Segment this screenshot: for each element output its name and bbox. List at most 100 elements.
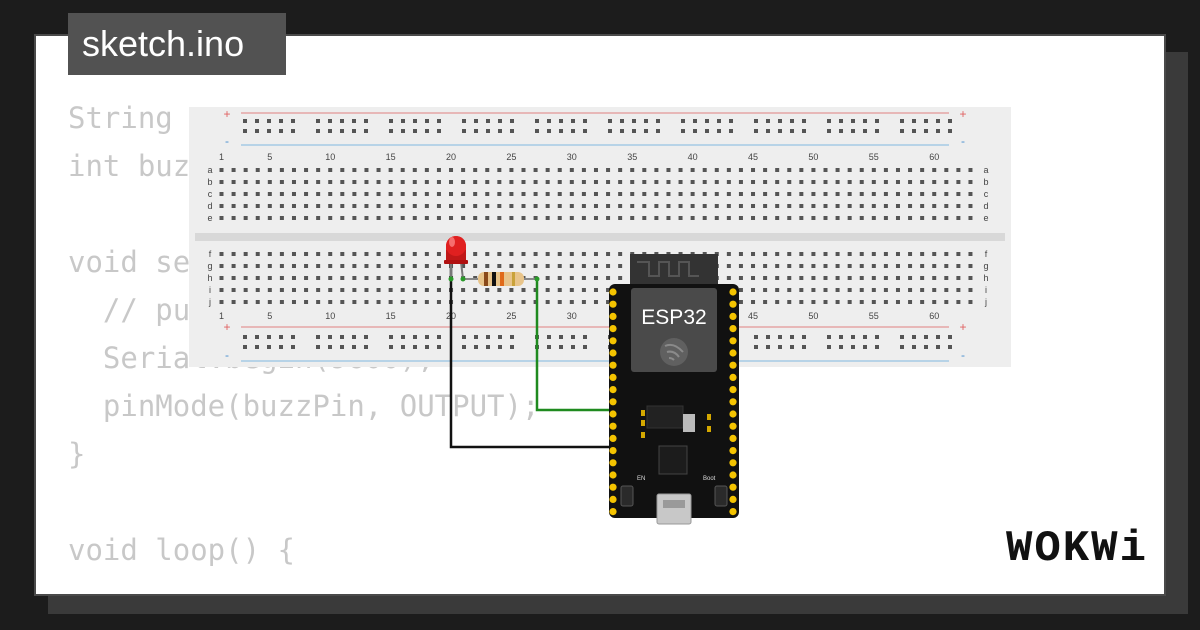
breadboard-hole[interactable] (328, 288, 333, 292)
breadboard-hole[interactable] (436, 216, 441, 220)
breadboard-hole[interactable] (267, 288, 272, 292)
breadboard-hole[interactable] (630, 180, 635, 184)
breadboard-hole[interactable] (875, 129, 879, 133)
breadboard-hole[interactable] (352, 168, 357, 172)
breadboard-hole[interactable] (291, 119, 295, 123)
breadboard-hole[interactable] (654, 168, 659, 172)
breadboard-hole[interactable] (304, 192, 309, 196)
breadboard-hole[interactable] (364, 264, 369, 268)
breadboard-hole[interactable] (875, 119, 879, 123)
breadboard-hole[interactable] (412, 288, 417, 292)
breadboard-hole[interactable] (581, 168, 586, 172)
breadboard-hole[interactable] (751, 204, 756, 208)
breadboard-hole[interactable] (908, 264, 913, 268)
breadboard-hole[interactable] (859, 300, 864, 304)
breadboard-hole[interactable] (823, 192, 828, 196)
breadboard-hole[interactable] (571, 119, 575, 123)
breadboard-hole[interactable] (702, 204, 707, 208)
breadboard-hole[interactable] (778, 335, 782, 339)
breadboard-hole[interactable] (364, 335, 368, 339)
breadboard-hole[interactable] (900, 119, 904, 123)
breadboard-hole[interactable] (521, 168, 526, 172)
breadboard-hole[interactable] (316, 192, 321, 196)
breadboard-hole[interactable] (944, 168, 949, 172)
breadboard-hole[interactable] (630, 168, 635, 172)
breadboard-hole[interactable] (436, 252, 441, 256)
breadboard-hole[interactable] (681, 119, 685, 123)
breadboard-hole[interactable] (714, 216, 719, 220)
breadboard-hole[interactable] (835, 288, 840, 292)
breadboard-hole[interactable] (799, 168, 804, 172)
breadboard-hole[interactable] (291, 264, 296, 268)
breadboard-hole[interactable] (425, 345, 429, 349)
breadboard-hole[interactable] (775, 300, 780, 304)
breadboard-hole[interactable] (557, 216, 562, 220)
breadboard-hole[interactable] (799, 204, 804, 208)
breadboard-hole[interactable] (618, 192, 623, 196)
breadboard-hole[interactable] (267, 264, 272, 268)
breadboard-hole[interactable] (485, 252, 490, 256)
breadboard-hole[interactable] (436, 300, 441, 304)
breadboard-hole[interactable] (608, 129, 612, 133)
esp32-pin[interactable] (729, 508, 737, 516)
breadboard-hole[interactable] (340, 216, 345, 220)
breadboard-hole[interactable] (811, 300, 816, 304)
breadboard-hole[interactable] (462, 129, 466, 133)
breadboard-hole[interactable] (581, 180, 586, 184)
breadboard-hole[interactable] (835, 264, 840, 268)
breadboard-hole[interactable] (847, 276, 852, 280)
breadboard-hole[interactable] (799, 180, 804, 184)
breadboard-hole[interactable] (702, 180, 707, 184)
breadboard-hole[interactable] (559, 335, 563, 339)
breadboard-hole[interactable] (545, 276, 550, 280)
breadboard-hole[interactable] (932, 288, 937, 292)
breadboard-hole[interactable] (751, 300, 756, 304)
breadboard-hole[interactable] (340, 300, 345, 304)
breadboard-hole[interactable] (449, 216, 454, 220)
breadboard-hole[interactable] (219, 264, 224, 268)
breadboard-hole[interactable] (388, 168, 393, 172)
breadboard-hole[interactable] (400, 180, 405, 184)
breadboard-hole[interactable] (968, 288, 973, 292)
breadboard-hole[interactable] (328, 168, 333, 172)
breadboard-hole[interactable] (932, 168, 937, 172)
breadboard-hole[interactable] (775, 216, 780, 220)
esp32-pin[interactable] (729, 483, 737, 491)
breadboard-hole[interactable] (912, 335, 916, 339)
breadboard-hole[interactable] (835, 204, 840, 208)
breadboard-hole[interactable] (400, 300, 405, 304)
breadboard-hole[interactable] (267, 129, 271, 133)
breadboard-hole[interactable] (316, 252, 321, 256)
breadboard-hole[interactable] (474, 119, 478, 123)
breadboard-hole[interactable] (279, 345, 283, 349)
esp32-pin[interactable] (729, 434, 737, 442)
breadboard-hole[interactable] (364, 204, 369, 208)
breadboard-hole[interactable] (883, 168, 888, 172)
breadboard-hole[interactable] (895, 288, 900, 292)
breadboard-hole[interactable] (642, 180, 647, 184)
breadboard-hole[interactable] (376, 204, 381, 208)
breadboard-hole[interactable] (486, 129, 490, 133)
breadboard-hole[interactable] (340, 180, 345, 184)
breadboard-hole[interactable] (364, 129, 368, 133)
breadboard-hole[interactable] (693, 119, 697, 123)
breadboard-hole[interactable] (304, 252, 309, 256)
breadboard-hole[interactable] (920, 180, 925, 184)
breadboard-hole[interactable] (895, 252, 900, 256)
breadboard-hole[interactable] (388, 252, 393, 256)
breadboard-hole[interactable] (231, 180, 236, 184)
breadboard-hole[interactable] (581, 204, 586, 208)
breadboard-hole[interactable] (231, 252, 236, 256)
breadboard-hole[interactable] (255, 192, 260, 196)
breadboard-hole[interactable] (738, 204, 743, 208)
breadboard-hole[interactable] (509, 300, 514, 304)
breadboard-hole[interactable] (948, 335, 952, 339)
breadboard-hole[interactable] (243, 345, 247, 349)
breadboard-hole[interactable] (352, 204, 357, 208)
breadboard-hole[interactable] (436, 288, 441, 292)
esp32-pin[interactable] (729, 447, 737, 455)
breadboard-hole[interactable] (388, 288, 393, 292)
breadboard-hole[interactable] (401, 335, 405, 339)
breadboard-hole[interactable] (388, 264, 393, 268)
breadboard-hole[interactable] (509, 252, 514, 256)
